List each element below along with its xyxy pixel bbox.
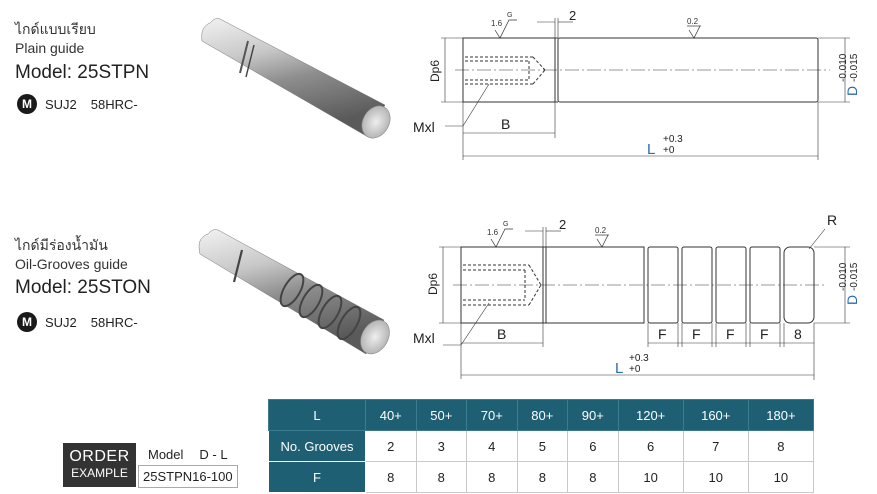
dim-dp6: Dp6 [428, 60, 442, 82]
table-cell: 6 [617, 430, 684, 462]
table-header-cell: 50+ [415, 399, 468, 431]
oil-groove-guide-title: Oil-Grooves guide [15, 256, 128, 272]
dim-2: 2 [569, 8, 576, 23]
roughness-1-6: 1.6 [491, 19, 503, 28]
dim-d-tol-down: -0.015 [849, 262, 860, 291]
dim-l-tol-down: +0 [629, 364, 641, 375]
table-header-cell: 160+ [682, 399, 749, 431]
material-badge-icon: M [17, 94, 37, 114]
material-grade: SUJ2 [45, 314, 77, 330]
dim-b: B [497, 326, 506, 342]
table-header-cell: 120+ [617, 399, 684, 431]
table-header-cell: 90+ [567, 399, 619, 431]
table-row: F 8 8 8 8 8 10 10 10 [268, 461, 815, 493]
table-cell: 8 [466, 461, 518, 493]
table-cell: 5 [516, 430, 569, 462]
order-label-line1: ORDER [69, 448, 130, 465]
dim-d: D [844, 295, 860, 305]
roughness-1-6: 1.6 [487, 228, 499, 237]
oil-groove-guide-drawing: 1.6 G 2 0.2 R Dp6 Mxl B F F F F 8 L +0.3… [413, 212, 860, 380]
table-row: No. Grooves 2 3 4 5 6 6 7 8 [268, 430, 815, 462]
plain-guide-title: Plain guide [15, 40, 85, 56]
dim-l: L [615, 360, 623, 377]
dim-d-tol-down: -0.015 [849, 53, 860, 82]
dim-dp6: Dp6 [426, 273, 440, 295]
plain-guide-model: Model: 25STPN [15, 62, 150, 83]
material-badge-icon: M [17, 312, 37, 332]
roughness-g: G [507, 12, 512, 19]
order-example-code: 25STPN16-100 [138, 465, 238, 488]
dim-l: L [647, 141, 655, 158]
row-label: F [268, 461, 366, 493]
hardness: 58HRC- [90, 314, 138, 330]
order-example-box: Model D - L 25STPN16-100 [138, 443, 238, 488]
dim-f-2: F [692, 326, 701, 342]
order-example-label: ORDER EXAMPLE [63, 443, 136, 487]
roughness-0-2: 0.2 [687, 17, 699, 26]
table-header-row: L 40+ 50+ 70+ 80+ 90+ 120+ 160+ 180+ [268, 399, 815, 431]
table-cell: 8 [567, 461, 619, 493]
dim-f-1: F [658, 326, 667, 342]
oil-groove-guide-material: M SUJ2 58HRC- [17, 312, 138, 332]
table-cell: 8 [365, 461, 417, 493]
table-header-cell: 180+ [747, 399, 815, 431]
roughness-g: G [503, 221, 508, 228]
table-header-cell: 70+ [466, 399, 518, 431]
oil-groove-guide-pin-image [198, 229, 390, 355]
dim-r: R [827, 212, 837, 228]
table-cell: 10 [747, 461, 815, 493]
table-header-cell: L [268, 399, 366, 431]
groove-spec-table: L 40+ 50+ 70+ 80+ 90+ 120+ 160+ 180+ No.… [268, 399, 815, 493]
order-dl-label: D - L [199, 446, 228, 462]
table-cell: 3 [415, 430, 468, 462]
table-header-cell: 80+ [516, 399, 569, 431]
oil-groove-guide-model: Model: 25STON [15, 277, 151, 298]
dim-2: 2 [559, 217, 566, 232]
oil-groove-guide-thai-title: ไกด์มีร่องน้ำมัน [15, 237, 108, 253]
dim-d: D [844, 86, 860, 96]
material-grade: SUJ2 [45, 96, 77, 112]
row-label: No. Grooves [268, 430, 366, 462]
order-model-label: Model [148, 446, 184, 462]
dim-d-tol-up: -0.010 [838, 53, 849, 82]
dim-l-tol-down: +0 [663, 145, 675, 156]
table-cell: 10 [617, 461, 684, 493]
plain-guide-drawing: 1.6 G 2 0.2 Dp6 Mxl B L +0.3 +0 D -0.010… [413, 8, 860, 160]
dim-d-tol-up: -0.010 [838, 262, 849, 291]
order-label-line2: EXAMPLE [71, 466, 128, 480]
table-cell: 7 [682, 430, 749, 462]
table-cell: 8 [747, 430, 815, 462]
hardness: 58HRC- [90, 96, 138, 112]
table-header-cell: 40+ [365, 399, 417, 431]
table-cell: 6 [567, 430, 619, 462]
table-cell: 2 [365, 430, 417, 462]
plain-guide-pin-image [201, 18, 391, 139]
table-cell: 4 [466, 430, 518, 462]
dim-mxl: Mxl [413, 330, 435, 346]
plain-guide-thai-title: ไกด์แบบเรียบ [15, 21, 96, 37]
dim-f-4: F [760, 326, 769, 342]
order-example: ORDER EXAMPLE Model D - L 25STPN16-100 [63, 443, 238, 488]
table-cell: 8 [415, 461, 468, 493]
dim-f-3: F [726, 326, 735, 342]
roughness-0-2: 0.2 [595, 226, 607, 235]
dim-l-tol-up: +0.3 [629, 353, 649, 364]
table-cell: 8 [516, 461, 569, 493]
dim-l-tol-up: +0.3 [663, 134, 683, 145]
dim-8: 8 [794, 326, 802, 342]
plain-guide-material: M SUJ2 58HRC- [17, 94, 138, 114]
dim-b: B [501, 116, 510, 132]
table-cell: 10 [682, 461, 749, 493]
dim-mxl: Mxl [413, 119, 435, 135]
